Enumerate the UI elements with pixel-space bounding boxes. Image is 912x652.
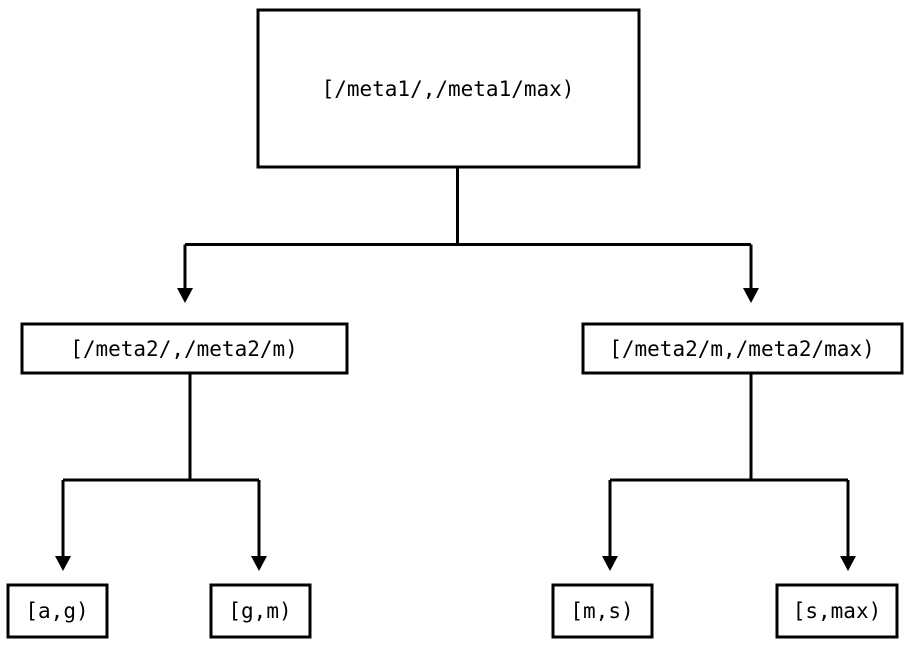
node-leaf-a-g-label: [a,g): [25, 599, 88, 623]
node-mid-left-box[interactable]: [20, 322, 349, 375]
node-root-label: [/meta1/,/meta1/max): [322, 77, 575, 101]
node-leaf-a-g[interactable]: [a,g): [6, 583, 109, 639]
node-mid-right[interactable]: [/meta2/m,/meta2/max): [581, 322, 904, 375]
arrowhead-mid-right-to-leaf4: [840, 556, 856, 571]
connector-group-mid-left: [55, 373, 267, 571]
connector-group-root: [177, 167, 759, 303]
connector-group-mid-right: [602, 373, 856, 571]
node-mid-left-label: [/meta2/,/meta2/m): [70, 337, 298, 361]
node-root-box[interactable]: [256, 8, 641, 169]
node-mid-right-box[interactable]: [581, 322, 904, 375]
node-leaf-s-max-label: [s,max): [793, 599, 882, 623]
arrowhead-mid-right-to-leaf3: [602, 556, 618, 571]
node-leaf-m-s-label: [m,s): [570, 599, 633, 623]
node-mid-left[interactable]: [/meta2/,/meta2/m): [20, 322, 349, 375]
node-leaf-a-g-box[interactable]: [6, 583, 109, 639]
node-leaf-m-s[interactable]: [m,s): [551, 583, 654, 639]
node-leaf-g-m[interactable]: [g,m): [209, 583, 312, 639]
node-leaf-m-s-box[interactable]: [551, 583, 654, 639]
arrowhead-mid-left-to-leaf1: [55, 556, 71, 571]
arrowhead-root-to-mid-right: [743, 288, 759, 303]
node-root[interactable]: [/meta1/,/meta1/max): [256, 8, 641, 169]
node-leaf-g-m-label: [g,m): [228, 599, 291, 623]
node-leaf-s-max-box[interactable]: [775, 583, 899, 639]
arrowhead-mid-left-to-leaf2: [251, 556, 267, 571]
node-leaf-g-m-box[interactable]: [209, 583, 312, 639]
node-leaf-s-max[interactable]: [s,max): [775, 583, 899, 639]
node-mid-right-label: [/meta2/m,/meta2/max): [609, 337, 875, 361]
arrowhead-root-to-mid-left: [177, 288, 193, 303]
